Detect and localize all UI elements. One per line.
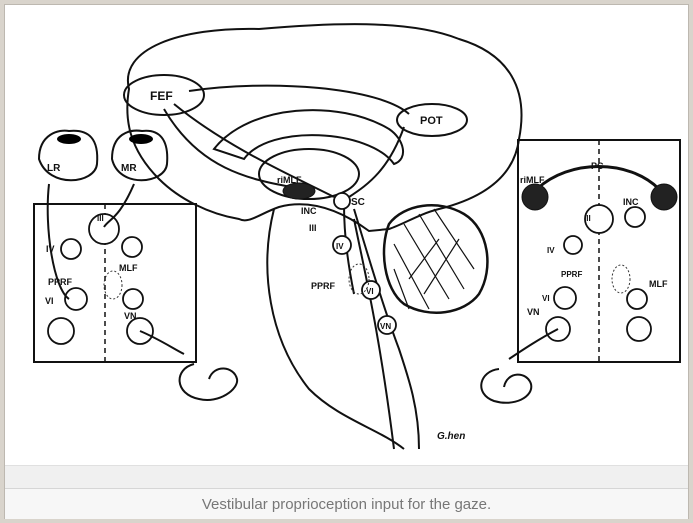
label-vn-center: VN <box>380 322 391 331</box>
left-vn-circle <box>48 318 74 344</box>
label-rimlf-right: riMLF <box>520 175 545 185</box>
label-iv-right: IV <box>547 246 555 255</box>
figure-caption: Vestibular proprioception input for the … <box>5 488 688 519</box>
label-iv-left: IV <box>46 244 55 254</box>
left-iv-circle <box>61 239 81 259</box>
label-pc: PC <box>591 161 604 171</box>
left-iii-circle <box>89 214 119 244</box>
label-inc-center: INC <box>301 206 317 216</box>
label-fef: FEF <box>150 89 173 103</box>
label-lr: LR <box>47 163 61 174</box>
left-iv-circle-right <box>122 237 142 257</box>
left-eye-pupil <box>57 134 81 144</box>
label-iii-left: III <box>97 214 104 223</box>
label-vn-left: VN <box>124 311 137 321</box>
gaze-pathway-diagram: FEF POT riMLF INC III SC IV PPRF VI VN L… <box>9 9 686 465</box>
label-pprf-center: PPRF <box>311 281 336 291</box>
cerebellum-outline <box>384 205 487 312</box>
label-vi-right: VI <box>542 294 550 303</box>
right-vi-circle-right <box>627 289 647 309</box>
right-eye-pupil <box>129 134 153 144</box>
right-cochlea <box>481 369 531 403</box>
right-pprf-hatch <box>612 265 630 293</box>
label-mr: MR <box>121 163 137 174</box>
label-mlf-right: MLF <box>649 279 668 289</box>
right-rimlf-dark-right <box>651 184 677 210</box>
figure-frame: FEF POT riMLF INC III SC IV PPRF VI VN L… <box>4 4 689 519</box>
right-iv-circle <box>564 236 582 254</box>
rimlf-nucleus <box>283 183 315 199</box>
left-vi-circle-right <box>123 289 143 309</box>
label-sc: SC <box>351 197 365 208</box>
label-inc-right: INC <box>623 197 639 207</box>
right-inc-circle <box>625 207 645 227</box>
label-iv-center: IV <box>336 242 344 251</box>
label-vn-right: VN <box>527 307 540 317</box>
right-rimlf-dark-left <box>522 184 548 210</box>
caption-spacer <box>5 465 688 489</box>
left-mlf-hatch <box>104 271 122 299</box>
right-vestibular-fiber <box>509 329 558 359</box>
label-pprf-left: PPRF <box>48 277 73 287</box>
label-iii-right: III <box>584 214 591 223</box>
label-pprf-right: PPRF <box>561 270 582 279</box>
right-vi-circle <box>554 287 576 309</box>
label-vi-center: VI <box>366 287 374 296</box>
label-mlf-left: MLF <box>119 263 138 273</box>
label-rimlf-center: riMLF <box>277 175 302 185</box>
label-iii-center: III <box>309 223 317 233</box>
artist-signature: G.hen <box>437 431 465 442</box>
diagram-area: FEF POT riMLF INC III SC IV PPRF VI VN L… <box>9 9 686 465</box>
label-pot: POT <box>420 115 443 127</box>
left-cochlea <box>180 364 238 400</box>
sc-nucleus <box>334 193 350 209</box>
pot-sc-fiber <box>349 127 404 197</box>
right-vn-circle-right <box>627 317 651 341</box>
cerebellum-folia <box>394 209 474 309</box>
corpus-callosum <box>214 110 403 164</box>
fef-rimlf-fiber <box>164 109 291 187</box>
label-vi-left: VI <box>45 296 54 306</box>
